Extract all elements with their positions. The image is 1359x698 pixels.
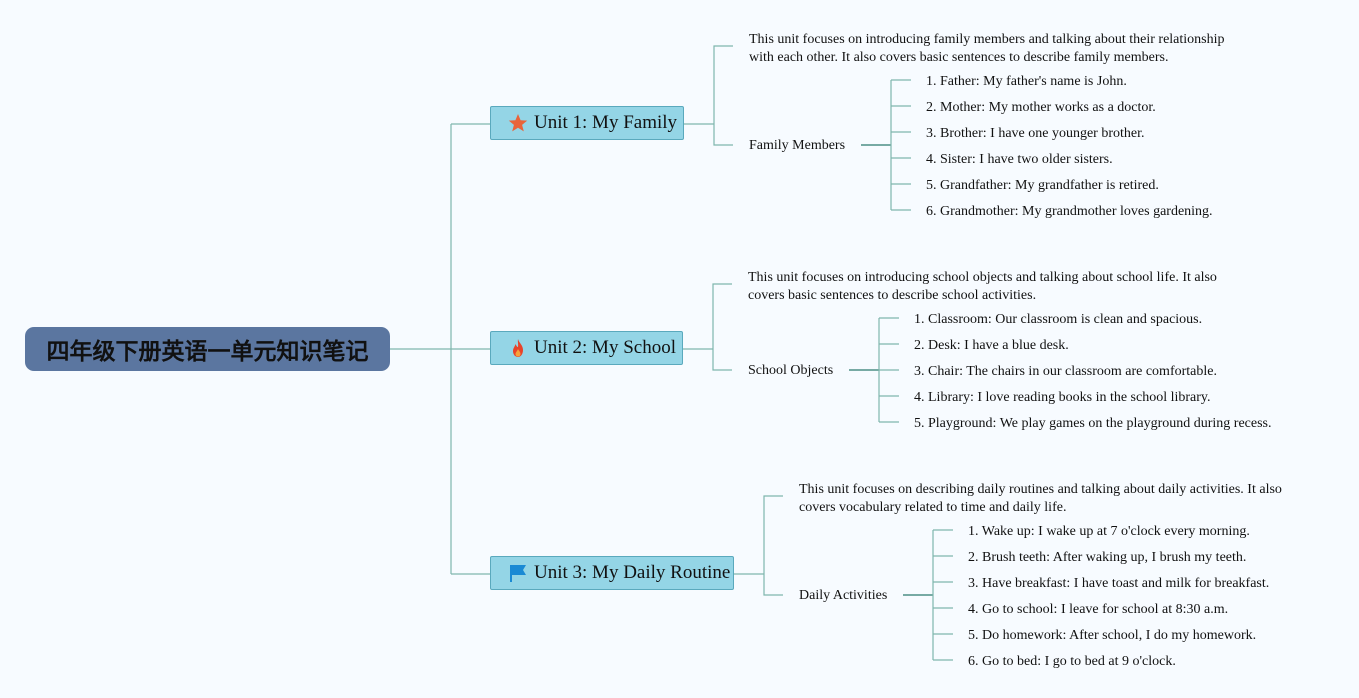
list-item: 3. Brother: I have one younger brother. — [926, 126, 1145, 141]
list-item: 5. Do homework: After school, I do my ho… — [968, 628, 1257, 643]
list-item: 2. Brush teeth: After waking up, I brush… — [968, 550, 1247, 565]
star-icon — [508, 113, 528, 133]
list-item: 5. Playground: We play games on the play… — [914, 416, 1272, 431]
unit-2-title: Unit 2: My School — [534, 337, 676, 358]
list-item: 6. Go to bed: I go to bed at 9 o'clock. — [968, 654, 1176, 669]
unit-1-category[interactable]: Family Members — [749, 138, 846, 153]
unit-3-category[interactable]: Daily Activities — [799, 588, 888, 603]
unit-1-topic[interactable]: Unit 1: My Family — [490, 106, 684, 140]
unit-3-description: This unit focuses on describing daily ro… — [799, 482, 1282, 515]
list-item: 4. Go to school: I leave for school at 8… — [968, 602, 1229, 617]
unit-2-topic[interactable]: Unit 2: My School — [490, 331, 683, 365]
root-title: 四年级下册英语一单元知识笔记 — [46, 339, 369, 365]
connector-line — [763, 495, 783, 596]
unit-2-category[interactable]: School Objects — [748, 363, 834, 378]
list-item: 5. Grandfather: My grandfather is retire… — [926, 178, 1159, 193]
unit-1-description: This unit focuses on introducing family … — [749, 32, 1225, 65]
unit-2-description: This unit focuses on introducing school … — [748, 270, 1217, 303]
unit-3-title: Unit 3: My Daily Routine — [534, 562, 731, 583]
unit-1-title: Unit 1: My Family — [534, 112, 678, 133]
fire-icon — [508, 338, 528, 358]
connector-line — [713, 45, 733, 146]
list-item: 1. Father: My father's name is John. — [926, 74, 1127, 89]
list-item: 3. Have breakfast: I have toast and milk… — [968, 576, 1270, 591]
list-item: 1. Wake up: I wake up at 7 o'clock every… — [968, 524, 1250, 539]
list-item: 2. Desk: I have a blue desk. — [914, 338, 1069, 353]
unit-3-topic[interactable]: Unit 3: My Daily Routine — [490, 556, 734, 590]
flag-icon — [508, 563, 528, 583]
list-item: 4. Library: I love reading books in the … — [914, 390, 1211, 405]
list-item: 4. Sister: I have two older sisters. — [926, 152, 1113, 167]
list-item: 1. Classroom: Our classroom is clean and… — [914, 312, 1203, 327]
list-item: 6. Grandmother: My grandmother loves gar… — [926, 204, 1213, 219]
root-topic[interactable]: 四年级下册英语一单元知识笔记 — [25, 327, 390, 371]
connector-line — [712, 283, 732, 371]
list-item: 3. Chair: The chairs in our classroom ar… — [914, 364, 1217, 379]
list-item: 2. Mother: My mother works as a doctor. — [926, 100, 1156, 115]
